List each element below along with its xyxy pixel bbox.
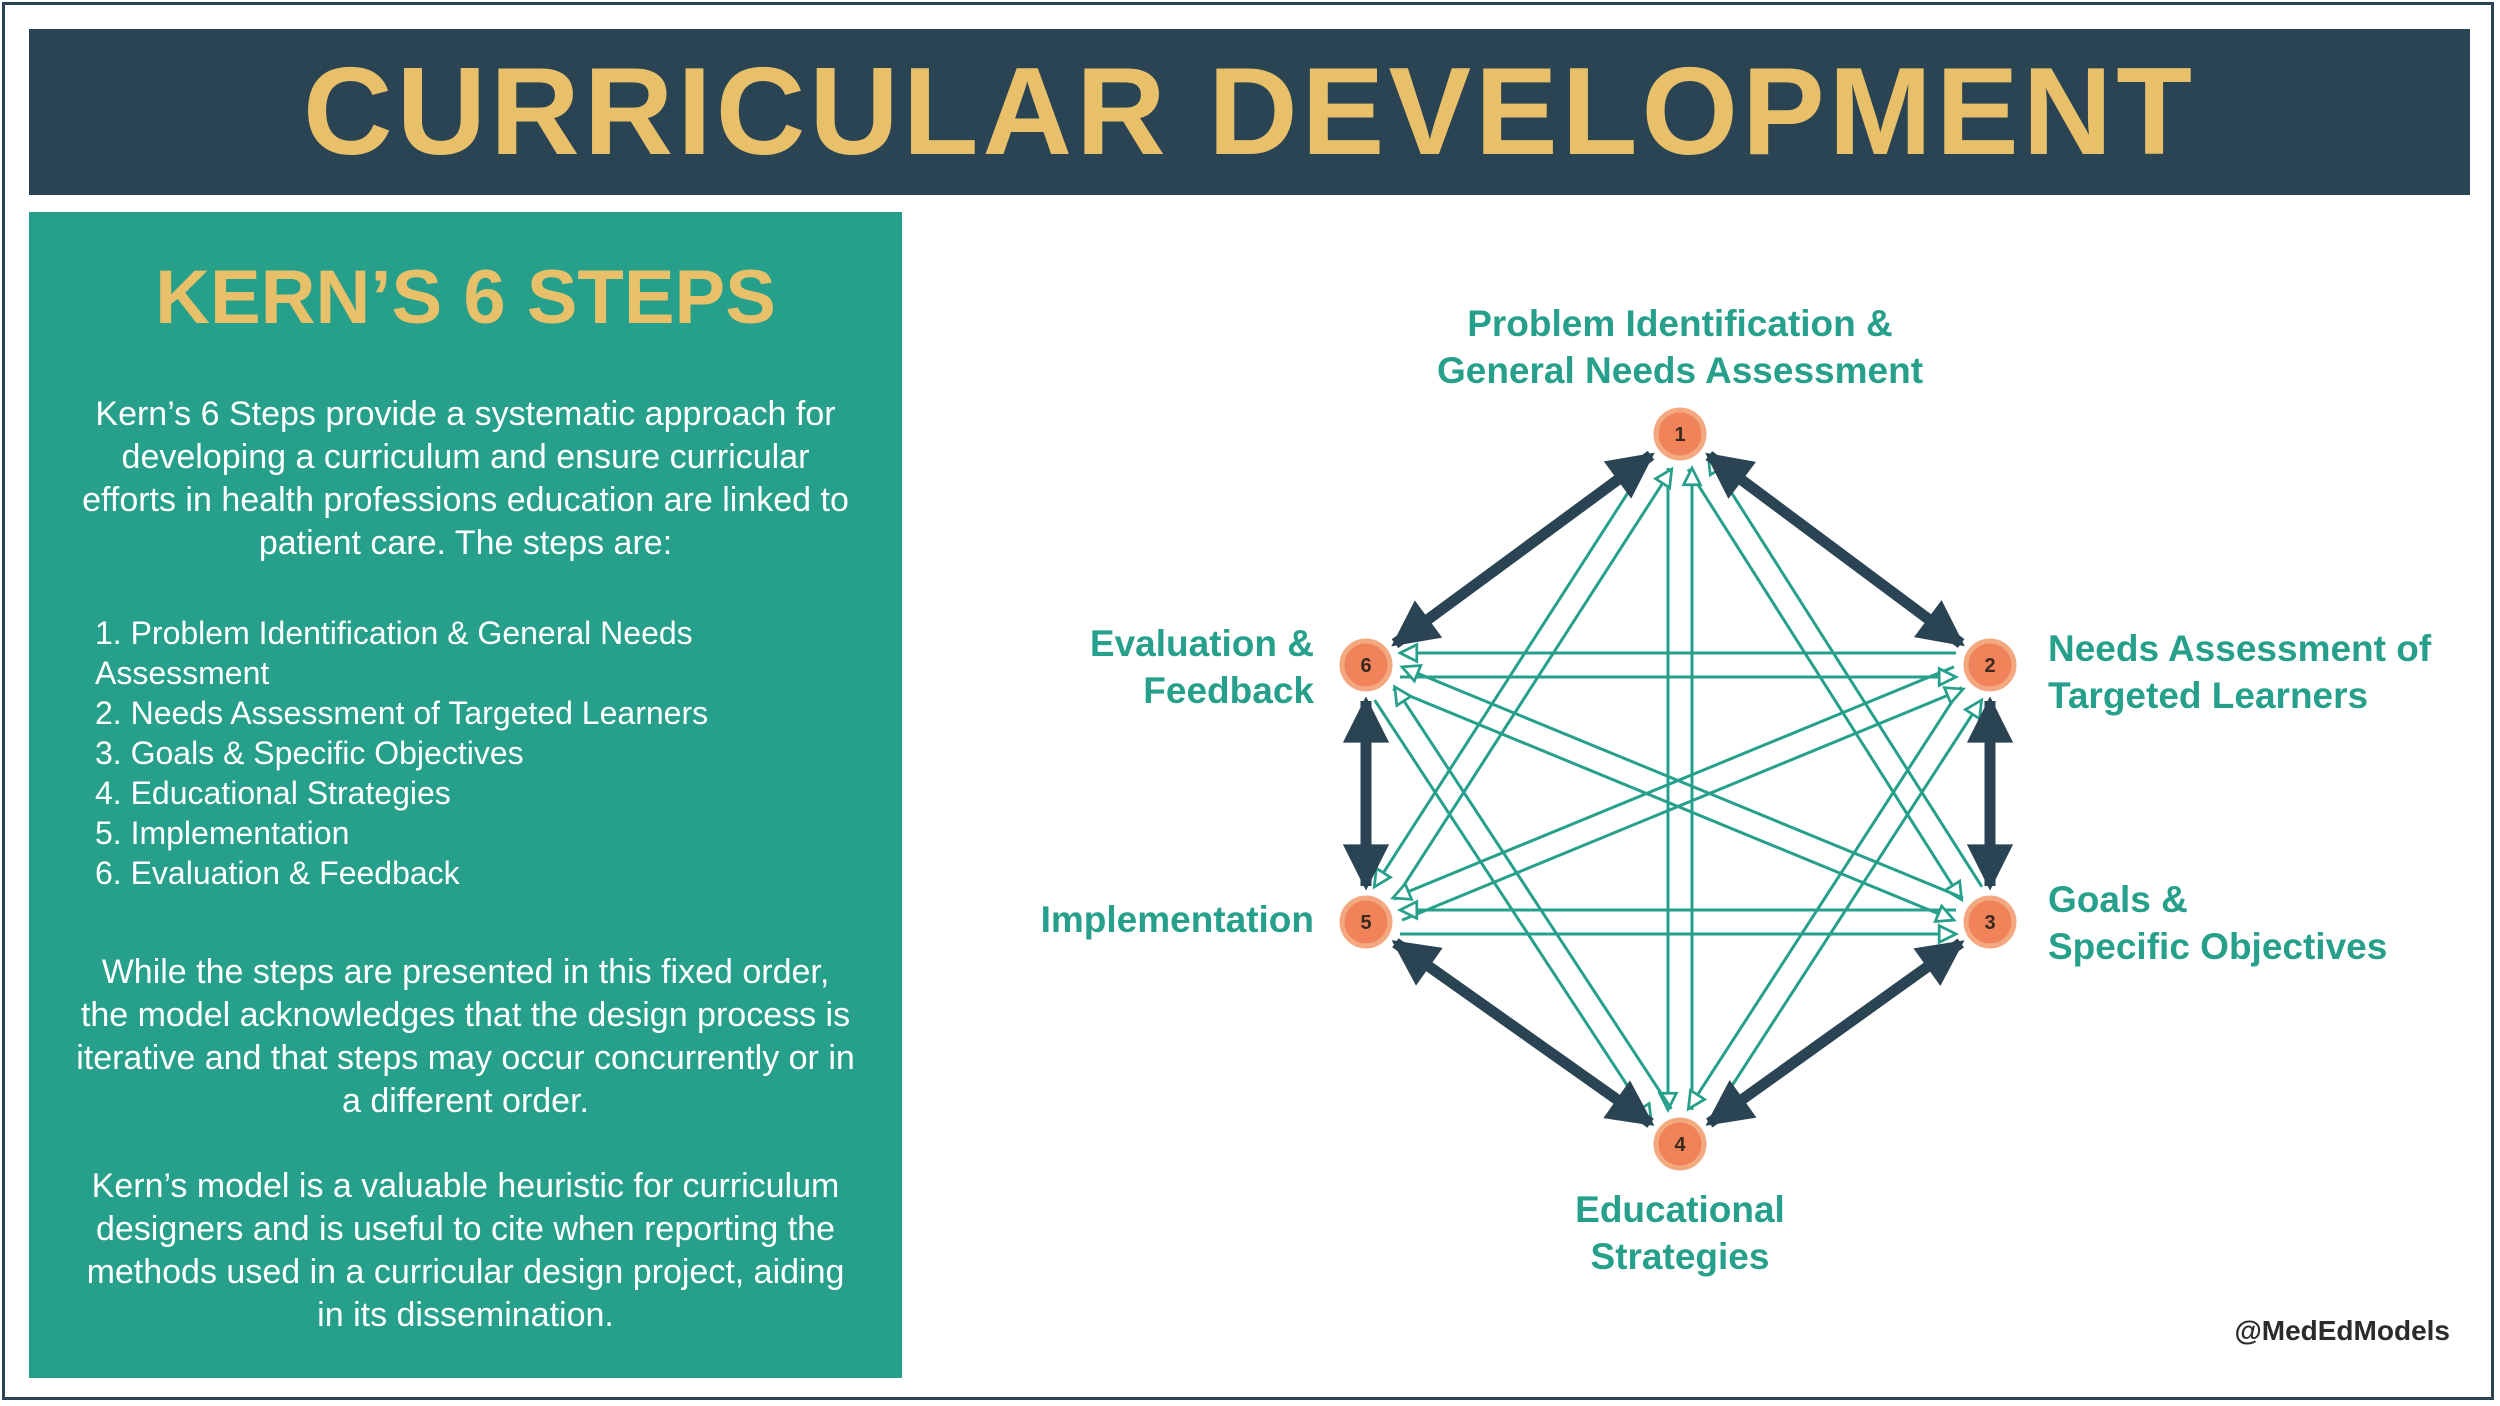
step-node-circle <box>1653 1117 1707 1171</box>
step-node-4: 4 <box>1653 1117 1707 1171</box>
step-node-number: 3 <box>1984 912 1995 934</box>
outer-arrow-6-1 <box>1391 450 1655 649</box>
step-label-6: Evaluation & Feedback <box>1090 623 1315 711</box>
author-handle: @MedEdModels <box>2234 1315 2450 1346</box>
step-node-circle <box>1339 895 1393 949</box>
step-label-line: Goals & <box>2048 879 2188 920</box>
steps-list: 1. Problem Identification & General Need… <box>75 613 856 893</box>
labels-layer: Problem Identification & General Needs As… <box>1041 303 2432 1277</box>
step-label-line: Needs Assessment of <box>2048 628 2432 669</box>
step-label-line: Implementation <box>1041 899 1314 940</box>
step-label-line: Feedback <box>1143 670 1314 711</box>
inner-arrow-1-5 <box>1393 469 1671 901</box>
step-node-circle <box>1339 638 1393 692</box>
step-label-line: General Needs Assessment <box>1437 350 1923 391</box>
inner-arrow-2-5 <box>1393 665 1955 898</box>
step-label-3: Goals & Specific Objectives <box>2048 879 2387 967</box>
step-label-1: Problem Identification & General Needs As… <box>1437 303 1923 391</box>
list-item: 2. Needs Assessment of Targeted Learners <box>95 695 709 732</box>
outer-arrow-3-4 <box>1705 938 1965 1128</box>
panel-closing-1: While the steps are presented in this fi… <box>76 953 855 1121</box>
inner-arrow-1-3 <box>1686 468 1962 900</box>
step-label-line: Targeted Learners <box>2048 675 2368 716</box>
list-item: 6. Evaluation & Feedback <box>95 855 460 892</box>
step-label-line: Evaluation & <box>1090 623 1314 664</box>
list-item: 1. Problem Identification & General Need… <box>95 615 693 692</box>
step-node-6: 6 <box>1339 638 1393 692</box>
title-bar: CURRICULAR DEVELOPMENT <box>29 29 2470 195</box>
list-item: 5. Implementation <box>95 815 350 852</box>
panel-heading: KERN’S 6 STEPS <box>155 255 776 340</box>
nodes-layer: 1 2 3 4 5 6 <box>1339 407 2017 1171</box>
panel-intro: Kern’s 6 Steps provide a systematic appr… <box>82 395 849 563</box>
step-node-number: 2 <box>1984 655 1995 677</box>
step-node-circle <box>1963 895 2017 949</box>
inner-arrow-2-5 <box>1401 689 1963 922</box>
step-node-1: 1 <box>1653 407 1707 461</box>
step-label-line: Strategies <box>1591 1236 1770 1277</box>
step-node-3: 3 <box>1963 895 2017 949</box>
step-label-2: Needs Assessment of Targeted Learners <box>2048 628 2432 716</box>
description-panel: KERN’S 6 STEPS Kern’s 6 Steps provide a … <box>29 212 902 1378</box>
outer-arrow-4-5 <box>1391 938 1655 1128</box>
step-label-line: Problem Identification & <box>1467 303 1893 344</box>
list-item: 4. Educational Strategies <box>95 775 451 812</box>
step-node-number: 4 <box>1674 1134 1686 1156</box>
step-node-circle <box>1653 407 1707 461</box>
step-node-number: 6 <box>1360 655 1371 677</box>
list-item: 3. Goals & Specific Objectives <box>95 735 524 772</box>
step-node-circle <box>1963 638 2017 692</box>
step-node-number: 5 <box>1360 912 1371 934</box>
outer-arrow-1-2 <box>1705 451 1965 648</box>
step-node-5: 5 <box>1339 895 1393 949</box>
step-label-5: Implementation <box>1041 899 1314 940</box>
inner-arrow-3-6 <box>1402 667 1964 900</box>
page-title: CURRICULAR DEVELOPMENT <box>303 43 2196 181</box>
step-node-number: 1 <box>1674 424 1685 446</box>
step-label-line: Educational <box>1575 1189 1785 1230</box>
inner-arrow-3-6 <box>1392 687 1954 920</box>
panel-closing-2: Kern’s model is a valuable heuristic for… <box>86 1167 845 1335</box>
step-label-line: Specific Objectives <box>2048 926 2387 967</box>
links-layer <box>1342 450 2014 1128</box>
step-node-2: 2 <box>1963 638 2017 692</box>
